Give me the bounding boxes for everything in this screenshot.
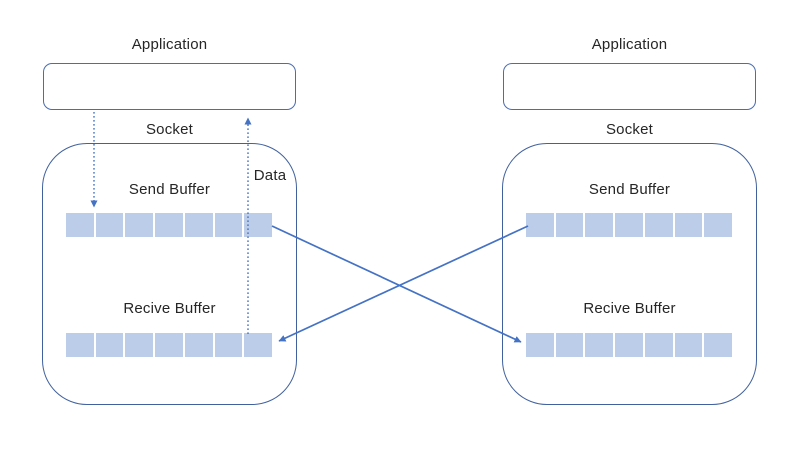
left-send-to-right-receive-arrow [271,225,522,343]
buffer-cell [125,213,154,237]
buffer-cell [526,213,554,237]
buffer-cell [244,213,273,237]
buffer-cell [644,333,673,357]
buffer-cell [526,333,554,357]
send-buffer [66,213,273,237]
buffer-cell [585,333,614,357]
send-buffer-label: Send Buffer [588,181,671,198]
socket-label: Socket [145,121,194,138]
right-send-to-left-receive-arrow [278,225,529,342]
socket-node-left: Application Socket Send Buffer Recive Bu… [42,36,297,416]
receive-buffer [526,333,733,357]
data-flow-label: Data [253,167,287,184]
receive-buffer [66,333,273,357]
receive-buffer-label: Recive Buffer [123,300,216,317]
buffer-cell [214,333,243,357]
buffer-cell [555,213,584,237]
send-buffer [526,213,733,237]
buffer-cell [214,213,243,237]
buffer-cell [244,333,273,357]
socket-label: Socket [605,121,654,138]
buffer-cell [155,333,183,357]
buffer-cell [674,213,703,237]
application-label: Application [131,36,208,53]
buffer-cell [585,213,614,237]
buffer-cell [644,213,673,237]
application-label: Application [591,36,668,53]
buffer-cell [704,333,733,357]
buffer-cell [155,213,183,237]
buffer-cell [66,333,94,357]
application-box [43,63,296,110]
socket-node-right: Application Socket Send Buffer Recive Bu… [502,36,757,416]
buffer-cell [615,213,643,237]
buffer-cell [66,213,94,237]
buffer-cell [95,213,124,237]
buffer-cell [704,213,733,237]
buffer-cell [184,333,213,357]
send-buffer-label: Send Buffer [128,181,211,198]
application-box [503,63,756,110]
buffer-cell [555,333,584,357]
receive-buffer-label: Recive Buffer [583,300,676,317]
buffer-cell [184,213,213,237]
buffer-cell [95,333,124,357]
buffer-cell [615,333,643,357]
buffer-cell [674,333,703,357]
buffer-cell [125,333,154,357]
